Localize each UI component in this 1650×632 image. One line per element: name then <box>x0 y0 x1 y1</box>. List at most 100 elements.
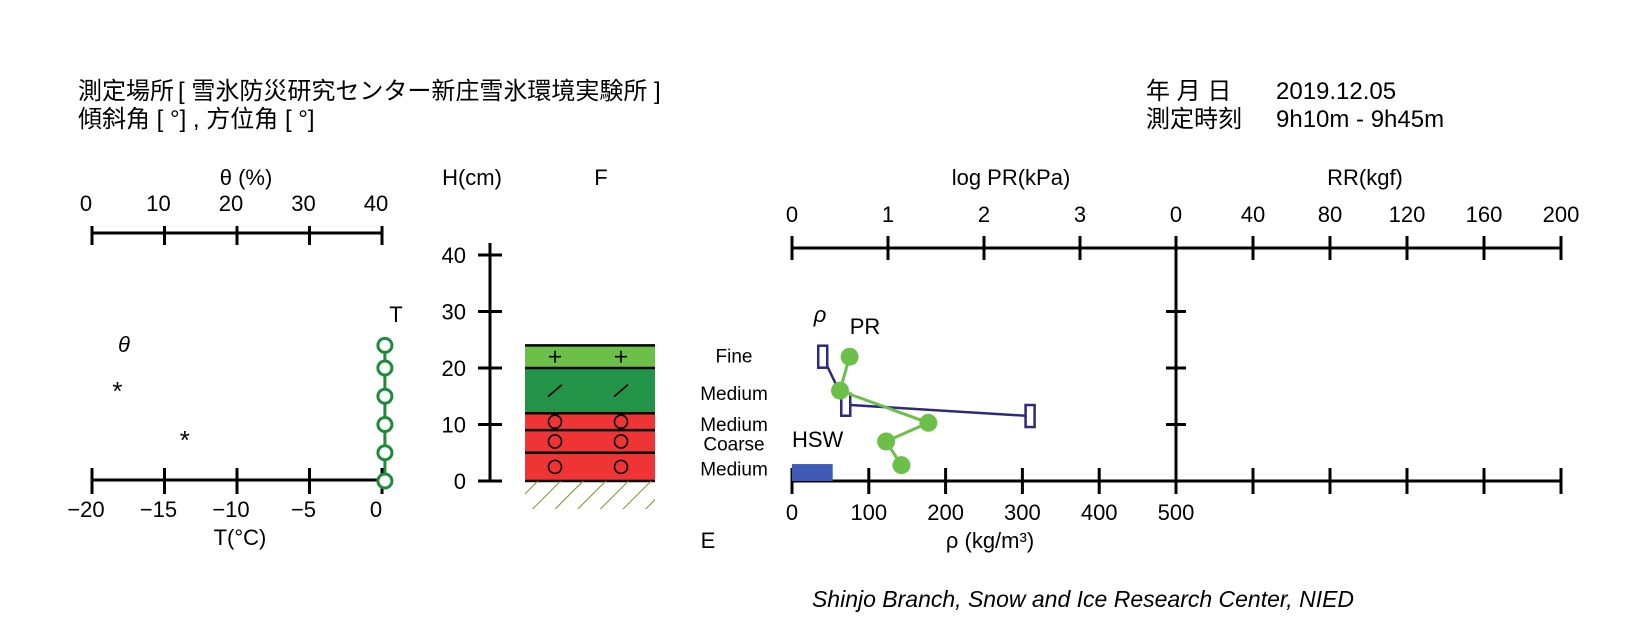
coarse-grain-symbol <box>547 414 563 429</box>
log-pr-axis-title: log PR(kPa) <box>952 165 1071 190</box>
height-tick-label: 0 <box>454 469 466 494</box>
rr-tick-label: 0 <box>1170 202 1182 227</box>
height-tick-label: 30 <box>442 300 466 325</box>
theta-tick-label: 30 <box>291 191 315 216</box>
temperature-tick-label: −5 <box>291 497 316 522</box>
temperature-series-label: T <box>389 302 402 327</box>
grain-size-label: Medium <box>700 415 768 436</box>
temperature-tick-label: −10 <box>212 497 249 522</box>
medium-grain-symbol <box>613 383 629 398</box>
pr-series-label: PR <box>850 314 881 339</box>
layer-top-label: F <box>594 165 607 190</box>
grain-size-label: Medium <box>700 384 768 405</box>
rr-tick-label: 80 <box>1318 202 1342 227</box>
layer-bottom-label: E <box>701 528 716 553</box>
pr-point <box>840 347 859 366</box>
time-label: 測定時刻 <box>1146 106 1242 133</box>
divider-ticks <box>1166 310 1186 426</box>
density-point <box>1024 403 1036 429</box>
medium-grain-symbol <box>547 383 563 398</box>
height-tick-label: 10 <box>442 413 466 438</box>
grain-size-label: Coarse <box>703 435 764 456</box>
temperature-tick-label: −15 <box>140 497 177 522</box>
log-pr-tick-label: 2 <box>978 202 990 227</box>
theta-point: * <box>112 376 122 406</box>
theta-tick-label: 10 <box>146 191 170 216</box>
fine-grain-symbol <box>549 350 561 363</box>
temperature-axis-ticks: −20 −15 −10 −5 0 <box>67 468 384 522</box>
temperature-point <box>376 387 394 405</box>
density-axis-title: ρ (kg/m³) <box>946 528 1034 553</box>
temperature-axis-title: T(°C) <box>214 525 267 550</box>
ground-hatch <box>525 481 655 509</box>
density-series-label: ρ <box>813 302 827 327</box>
snow-layer <box>525 345 655 368</box>
site-label: 測定場所 <box>78 78 174 105</box>
theta-tick-label: 40 <box>364 191 388 216</box>
fine-grain-symbol <box>615 350 627 363</box>
log-pr-tick-label: 0 <box>786 202 798 227</box>
coarse-grain-symbol <box>613 434 629 449</box>
density-pr-series <box>816 344 1036 475</box>
theta-tick-label: 0 <box>80 191 92 216</box>
theta-axis-title: θ (%) <box>220 165 273 190</box>
pr-point <box>919 413 938 432</box>
density-tick-label: 400 <box>1081 500 1118 525</box>
density-tick-label: 300 <box>1004 500 1041 525</box>
rr-tick-label: 200 <box>1543 202 1580 227</box>
pr-point <box>892 456 911 475</box>
grain-size-label: Fine <box>716 347 753 368</box>
hsw-label: HSW <box>792 427 844 452</box>
snow-layer <box>525 368 655 414</box>
coarse-grain-symbol <box>547 459 563 475</box>
temperature-point <box>376 416 394 433</box>
time-value: 9h10m - 9h45m <box>1276 106 1445 133</box>
temperature-tick-label: 0 <box>370 497 382 522</box>
temperature-point <box>376 444 394 462</box>
rr-tick-label: 160 <box>1466 202 1503 227</box>
snow-layer <box>525 452 655 481</box>
rr-tick-label: 120 <box>1389 202 1426 227</box>
grain-size-label: Medium <box>700 460 768 481</box>
density-line <box>821 356 1031 418</box>
theta-tick-label: 20 <box>219 191 243 216</box>
rr-axis-title: RR(kgf) <box>1327 165 1403 190</box>
density-tick-label: 100 <box>850 500 887 525</box>
coarse-grain-symbol <box>613 414 629 429</box>
ram-resistance-panel: RR(kgf) 0 40 80 120 160 200 <box>1170 165 1579 494</box>
date-value: 2019.12.05 <box>1276 78 1397 105</box>
temperature-tick-label: −20 <box>67 497 104 522</box>
temperature-point <box>376 336 394 354</box>
temperature-point <box>376 359 394 377</box>
coarse-grain-symbol <box>613 459 629 475</box>
density-tick-label: 500 <box>1158 500 1195 525</box>
height-tick-label: 40 <box>442 243 466 268</box>
theta-series-label: θ <box>118 332 130 357</box>
site-value: [ 雪氷防災研究センター新庄雪氷環境実験所 ] <box>178 78 661 105</box>
pr-point <box>831 381 849 400</box>
date-label: 年 月 日 <box>1146 78 1232 105</box>
rr-bottom-ticks <box>1251 468 1563 494</box>
snow-layers <box>525 344 655 483</box>
snow-layer <box>525 430 655 453</box>
credit-text: Shinjo Branch, Snow and Ice Research Cen… <box>812 586 1354 612</box>
height-axis-title: H(cm) <box>442 165 502 190</box>
theta-axis-ticks: 0 10 20 30 40 <box>80 191 388 245</box>
temperature-point <box>376 472 394 490</box>
coarse-grain-symbol <box>547 434 563 449</box>
rr-tick-label: 40 <box>1241 202 1265 227</box>
temperature-series: ** <box>112 336 394 490</box>
log-pr-tick-label: 3 <box>1074 202 1086 227</box>
theta-point: * <box>180 425 190 455</box>
snow-layer <box>525 413 655 431</box>
pr-point <box>877 432 896 451</box>
